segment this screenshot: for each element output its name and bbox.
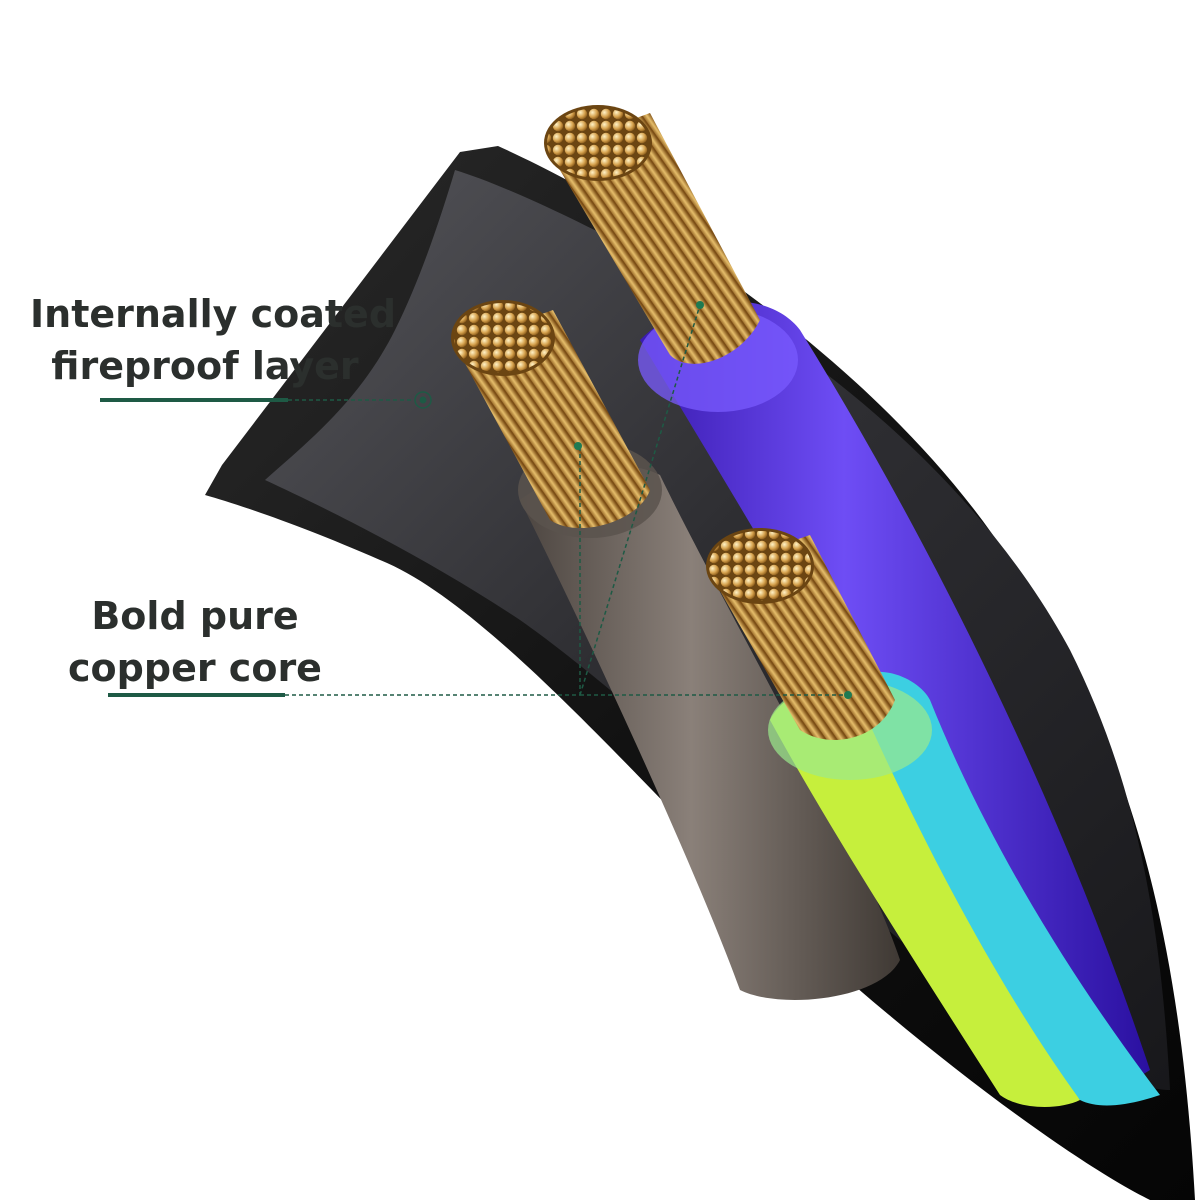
copper-core-left [451,300,650,529]
copper-core-top [544,105,760,364]
callout-line: fireproof layer [51,344,359,388]
copper-core-right [706,528,895,740]
callout-dot-icon [844,691,852,699]
earth-wire-yellow [770,680,1080,1107]
brown-wire-insulation [520,465,900,1000]
callout-dot-icon [696,301,704,309]
callout-leader-copper [108,304,848,697]
callout-label-copper: Bold pure copper core [50,590,340,694]
callout-line: copper core [68,646,322,690]
callout-dot-icon [414,391,432,409]
callout-line: Internally coated [30,292,397,336]
callout-dot-icon [574,442,582,450]
callout-label-fireproof: Internally coated fireproof layer [30,288,397,392]
earth-wire-cyan [850,671,1160,1106]
callout-line: Bold pure [91,594,299,638]
